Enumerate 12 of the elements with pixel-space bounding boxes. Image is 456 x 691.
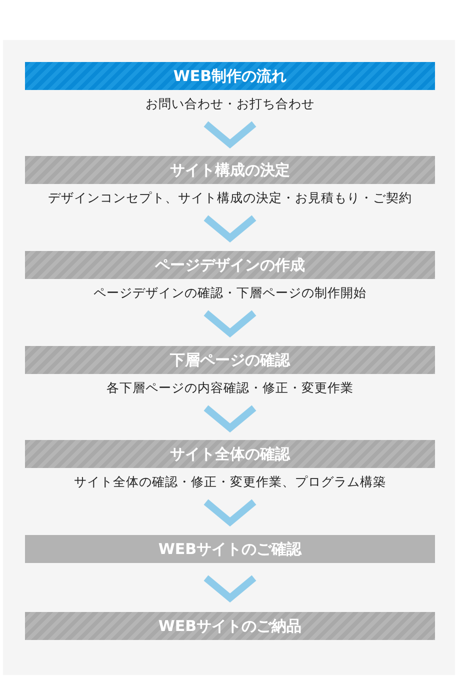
step-description: お問い合わせ・お打ち合わせ	[144, 97, 316, 111]
step-bar: サイト構成の決定	[25, 156, 435, 184]
step-description: サイト全体の確認・修正・変更作業、プログラム構築	[73, 475, 387, 489]
step-bar: ページデザインの作成	[25, 251, 435, 279]
step-bar: サイト全体の確認	[25, 440, 435, 468]
step-description: デザインコンセプト、サイト構成の決定・お見積もり・ご契約	[47, 191, 413, 205]
step-bar: 下層ページの確認	[25, 346, 435, 374]
title-bar: WEB制作の流れ	[25, 62, 435, 90]
step-bar: WEBサイトのご納品	[25, 612, 435, 640]
step-bar: WEBサイトのご確認	[25, 535, 435, 563]
step-description: 各下層ページの内容確認・修正・変更作業	[106, 381, 354, 395]
step-description: ページデザインの確認・下層ページの制作開始	[92, 286, 368, 300]
